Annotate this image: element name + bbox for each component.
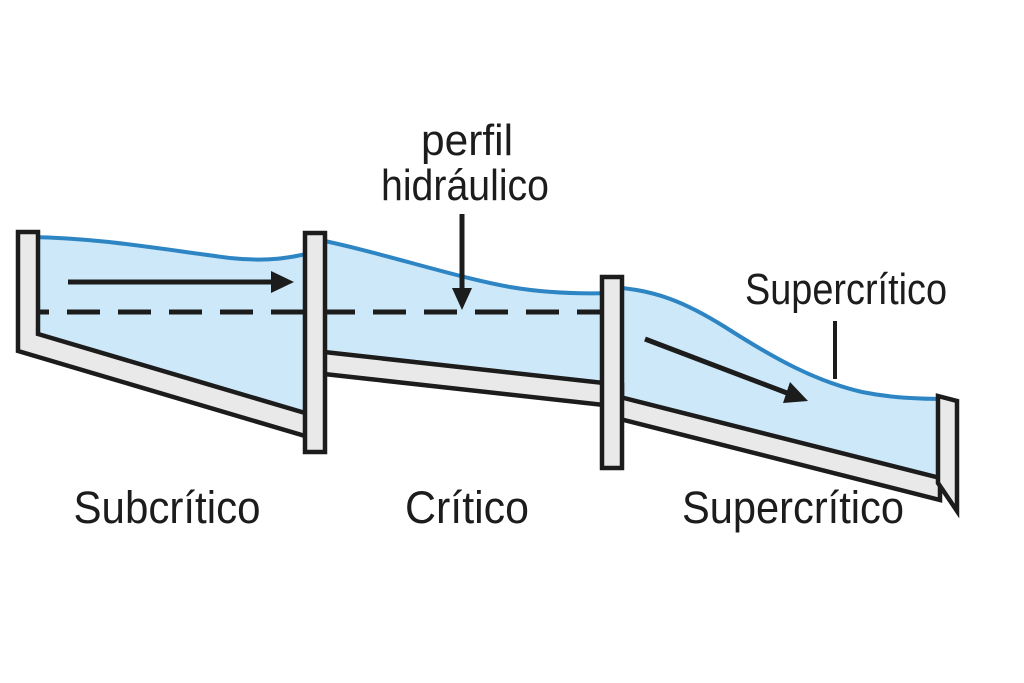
water-body-critical [315,239,612,384]
flow-arrow-subcritical-head [271,271,294,293]
profile-label-line1: perfil [421,116,513,165]
water-body-supercritical [612,287,948,480]
flow-arrow-supercritical-head [783,382,808,403]
supercritical-surface-callout-label: Supercrítico [745,265,947,314]
flow-arrow-supercritical-shaft [644,336,788,396]
section-label-subcritical: Subcrítico [74,482,261,533]
channel-end-wall [935,393,960,519]
profile-label-line2: hidráulico [381,161,549,210]
water-surface-line-critical [313,237,614,296]
water-surface-line-supercritical [610,285,950,401]
divider-wall-2 [599,274,625,471]
divider-wall-1 [302,230,328,455]
profile-annotation-arrow-head [452,288,472,310]
section-label-critical: Crítico [405,482,529,533]
section-label-supercritical: Supercrítico [682,482,904,533]
water-surface-line-subcritical [28,235,317,262]
